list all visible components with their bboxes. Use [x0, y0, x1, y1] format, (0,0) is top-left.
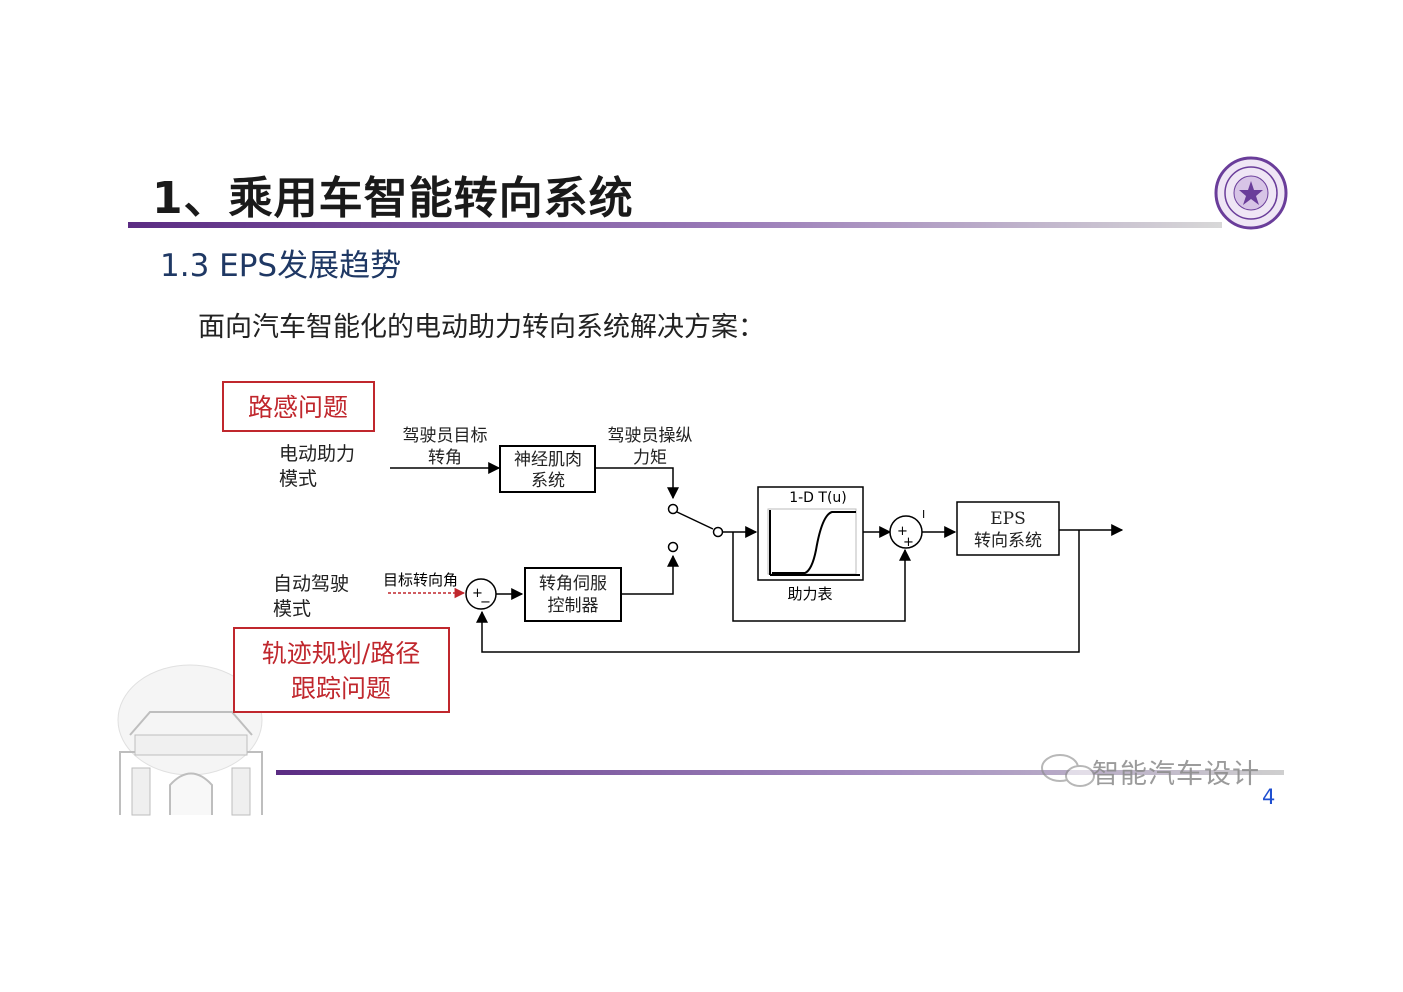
sum1-minus: − [480, 595, 491, 610]
university-seal-icon [1214, 156, 1288, 230]
sum2-plus-bottom: + [903, 535, 914, 550]
angle-servo-controller-block [524, 567, 622, 622]
mode-switch [667, 503, 724, 553]
neuromuscular-system-block [499, 445, 596, 493]
lookup-curve [772, 511, 856, 574]
page-number: 4 [1262, 785, 1276, 809]
sum2-plus-left: + [897, 524, 908, 539]
slide-title: 1、乘用车智能转向系统 [152, 173, 634, 224]
driver-torque-line2: 力矩 [633, 448, 667, 468]
auto-mode-line2: 模式 [273, 598, 311, 620]
intro-text: 面向汽车智能化的电动助力转向系统解决方案： [198, 312, 765, 343]
assist-mode-line1: 电动助力 [279, 443, 355, 465]
title-underline [128, 222, 1222, 228]
neuromuscular-line2: 系统 [531, 471, 565, 491]
auto-mode-line1: 自动驾驶 [273, 573, 349, 595]
eps-line2: 转向系统 [974, 531, 1042, 551]
driver-torque-line1: 驾驶员操纵 [608, 426, 693, 446]
university-gate-illustration [117, 664, 263, 816]
sum2-side-label: I [922, 508, 925, 521]
driver-target-angle-line2: 转角 [428, 448, 462, 468]
neuromuscular-line1: 神经肌肉 [514, 450, 582, 470]
trajectory-problem-line2: 跟踪问题 [291, 674, 391, 703]
section-title: 1.3 EPS发展趋势 [160, 248, 402, 284]
sum1-plus: + [472, 586, 483, 601]
road-feel-problem-label: 路感问题 [248, 393, 348, 422]
eps-steering-system-block [956, 501, 1060, 556]
servo-line2: 控制器 [548, 596, 599, 616]
road-feel-problem-box [222, 381, 375, 432]
driver-target-angle-line1: 驾驶员目标 [403, 426, 488, 446]
servo-line1: 转角伺服 [539, 574, 607, 594]
trajectory-problem-box [233, 627, 450, 713]
watermark-text: 智能汽车设计 [1092, 759, 1260, 790]
target-steering-angle-label: 目标转向角 [383, 571, 458, 589]
eps-line1: EPS [990, 509, 1026, 529]
footer-line [276, 770, 1284, 775]
lookup-caption: 助力表 [787, 585, 832, 603]
assist-mode-line2: 模式 [279, 468, 317, 490]
wechat-watermark-icon [1041, 754, 1095, 787]
lookup-title: 1-D T(u) [789, 490, 847, 506]
assist-lookup-table-block [757, 486, 864, 581]
trajectory-problem-line1: 轨迹规划/路径 [262, 639, 420, 668]
